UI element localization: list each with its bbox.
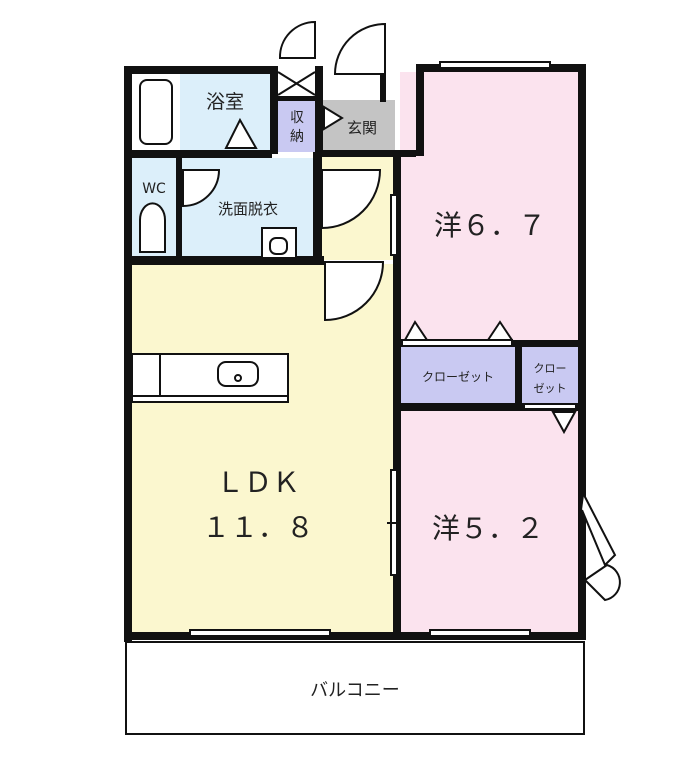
label-washroom: 洗面脱衣 [218, 200, 278, 218]
fixtures [131, 20, 621, 637]
storage [277, 100, 319, 152]
closet-2 [522, 346, 578, 404]
label-closet-2a: クロー [534, 362, 567, 375]
label-ldk-size: １１．８ [202, 511, 314, 544]
label-bathroom: 浴室 [206, 91, 244, 113]
entrance [322, 100, 395, 150]
bathroom [180, 72, 272, 152]
label-wc: WC [142, 181, 166, 197]
label-storage-2: 納 [290, 129, 304, 145]
western-room-2 [400, 410, 578, 632]
ldk-room [132, 264, 395, 632]
closet-1 [400, 346, 515, 404]
label-western-2: 洋５．２ [432, 512, 544, 545]
label-western-1: 洋６．７ [434, 209, 546, 242]
label-closet-1: クローゼット [422, 370, 494, 384]
label-balcony: バルコニー [310, 680, 400, 701]
label-entrance: 玄関 [347, 119, 377, 137]
western-room-1 [400, 72, 580, 342]
label-storage-1: 収 [290, 110, 304, 126]
label-closet-2b: ゼット [534, 382, 567, 395]
label-ldk: ＬＤＫ [216, 466, 300, 499]
balcony [125, 641, 585, 735]
